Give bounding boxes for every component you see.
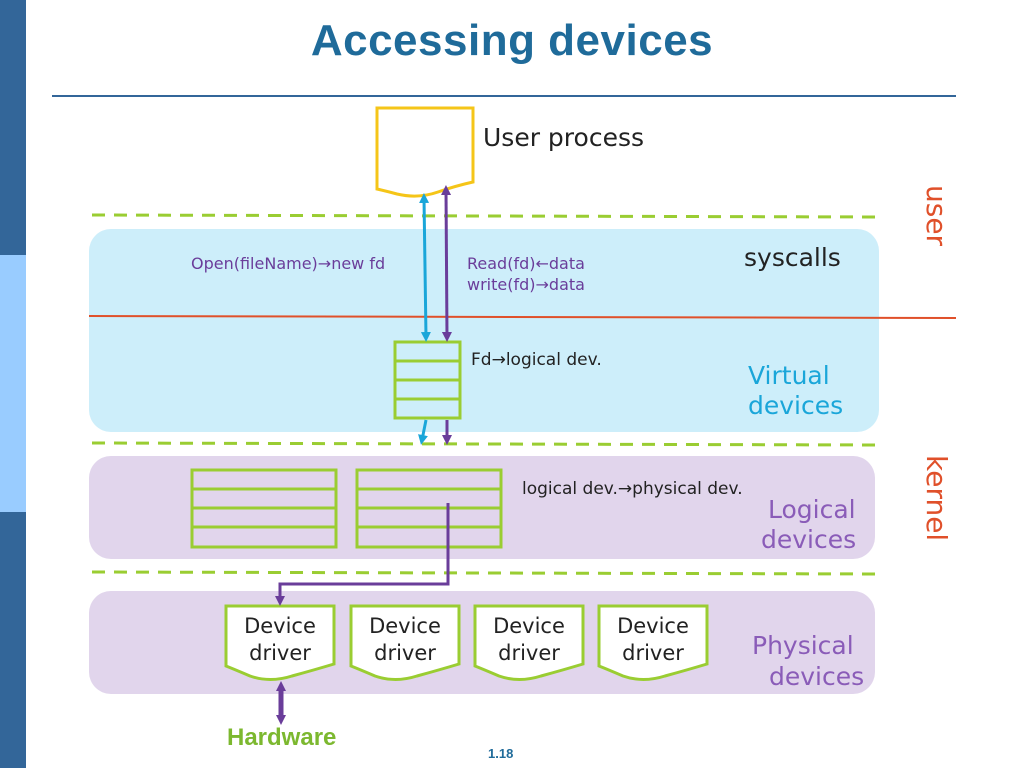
device-driver-3-label: Device driver bbox=[475, 613, 583, 667]
device-driver-2-line2: driver bbox=[374, 641, 436, 665]
user-space-label: user bbox=[920, 185, 953, 247]
dashed-separator-virtual bbox=[91, 441, 881, 447]
device-driver-2-line1: Device bbox=[369, 614, 441, 638]
device-driver-3-line2: driver bbox=[498, 641, 560, 665]
logical-devices-label-line2: devices bbox=[761, 525, 857, 554]
read-call-label: Read(fd)←data bbox=[467, 254, 585, 273]
device-driver-document-4-icon bbox=[597, 604, 709, 681]
logical-to-physical-label: logical dev.→physical dev. bbox=[522, 479, 743, 499]
user-process-document-icon bbox=[375, 106, 475, 198]
device-driver-4-line1: Device bbox=[617, 614, 689, 638]
user-process-label: User process bbox=[483, 123, 644, 152]
physical-devices-label-line1: Physical bbox=[752, 631, 854, 660]
fd-to-logical-label: Fd→logical dev. bbox=[471, 350, 602, 370]
virtual-devices-label-line1: Virtual bbox=[748, 361, 830, 390]
title-underline bbox=[52, 95, 956, 97]
device-driver-document-2-icon bbox=[349, 604, 461, 681]
device-driver-document-1-icon bbox=[224, 604, 336, 681]
sidebar-stripe-middle bbox=[0, 255, 26, 512]
dashed-separator-logical bbox=[91, 570, 881, 576]
virtual-devices-label-line2: devices bbox=[748, 391, 844, 420]
device-driver-4-label: Device driver bbox=[599, 613, 707, 667]
open-call-arrow bbox=[419, 193, 431, 342]
logical-device-table-2-icon bbox=[355, 468, 503, 549]
write-call-label: write(fd)→data bbox=[467, 275, 585, 294]
logical-devices-label-line1: Logical bbox=[768, 495, 856, 524]
device-driver-3-line1: Device bbox=[493, 614, 565, 638]
fd-table-icon bbox=[393, 340, 462, 420]
fd-to-logical-blue-arrow bbox=[418, 419, 428, 445]
device-driver-1-line2: driver bbox=[249, 641, 311, 665]
device-driver-2-label: Device driver bbox=[351, 613, 459, 667]
sidebar-stripe-top bbox=[0, 0, 26, 255]
device-driver-document-3-icon bbox=[473, 604, 585, 681]
physical-devices-label-line2: devices bbox=[769, 662, 865, 691]
logical-to-physical-arrow bbox=[275, 503, 450, 606]
dashed-separator-user bbox=[91, 213, 881, 219]
logical-device-table-1-icon bbox=[190, 468, 338, 549]
virtual-devices-band bbox=[89, 229, 879, 432]
page-number: 1.18 bbox=[488, 746, 514, 761]
user-kernel-boundary-line bbox=[88, 315, 957, 319]
device-driver-1-label: Device driver bbox=[226, 613, 334, 667]
device-driver-1-line1: Device bbox=[244, 614, 316, 638]
sidebar-stripe-bottom bbox=[0, 512, 26, 768]
kernel-space-label: kernel bbox=[920, 455, 953, 542]
syscalls-label: syscalls bbox=[744, 243, 841, 272]
device-driver-4-line2: driver bbox=[622, 641, 684, 665]
hardware-label: Hardware bbox=[227, 724, 337, 751]
slide-title: Accessing devices bbox=[310, 16, 714, 65]
open-call-label: Open(fileName)→new fd bbox=[191, 254, 386, 273]
read-write-call-arrow bbox=[441, 185, 452, 342]
